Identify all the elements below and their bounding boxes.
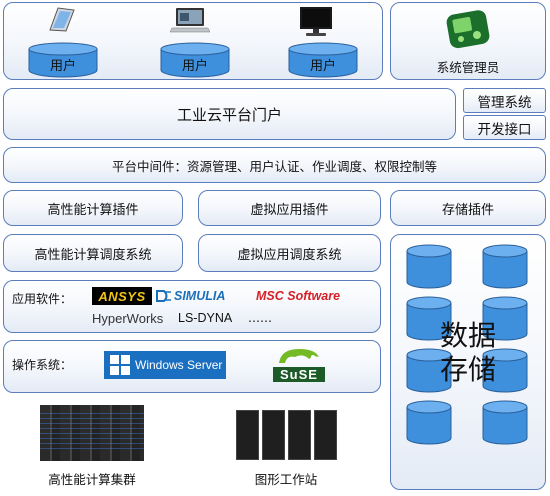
suse-chameleon-icon <box>279 349 319 363</box>
admin-console-icon <box>446 10 490 49</box>
middleware-bar: 平台中间件：资源管理、用户认证、作业调度、权限控制等 <box>3 147 546 183</box>
simulia-logo: SIMULIA <box>156 287 225 305</box>
storage-title-line2: 存储 <box>439 353 496 386</box>
user-label-3: 用户 <box>309 59 336 74</box>
ansys-logo: ANSYS <box>92 287 152 305</box>
tablet-icon <box>49 7 75 32</box>
storage-cylinder-2 <box>482 244 528 289</box>
os-label: 操作系统： <box>12 358 73 372</box>
laptop-icon <box>170 8 210 33</box>
hpc-scheduler-label: 高性能计算调度系统 <box>34 247 152 263</box>
windows-server-logo: Windows Server <box>104 351 226 379</box>
windows-flag-icon <box>110 355 130 375</box>
user-db-cylinder-3 <box>288 42 358 78</box>
hpc-plugin-label: 高性能计算插件 <box>47 202 139 218</box>
simulia-ds-mark-icon <box>156 290 171 302</box>
desktop-monitor-icon <box>300 7 332 36</box>
virtual-app-scheduler: 虚拟应用调度系统 <box>198 234 381 272</box>
workstation-image <box>236 410 337 460</box>
storage-plugin: 存储插件 <box>390 190 546 226</box>
user-label-2: 用户 <box>181 59 208 74</box>
hpc-scheduler: 高性能计算调度系统 <box>3 234 183 272</box>
admin-label: 系统管理员 <box>436 60 500 75</box>
storage-cylinder-4 <box>482 296 528 341</box>
app-software-label: 应用软件： <box>12 292 73 306</box>
storage-cylinder-3 <box>406 296 452 341</box>
storage-cylinder-1 <box>406 244 452 289</box>
hpc-cluster-image <box>40 405 144 461</box>
virtual-app-plugin: 虚拟应用插件 <box>198 190 381 226</box>
virtual-app-scheduler-label: 虚拟应用调度系统 <box>237 247 342 263</box>
hpc-plugin: 高性能计算插件 <box>3 190 183 226</box>
suse-logo: SuSE <box>273 345 325 389</box>
storage-cylinder-7 <box>406 400 452 445</box>
management-system-button[interactable]: 管理系统 <box>463 88 546 113</box>
hyperworks-logo: HyperWorks <box>92 311 164 326</box>
user-db-cylinder-2 <box>160 42 230 78</box>
more-software-ellipsis: …… <box>248 311 272 325</box>
portal-bar: 工业云平台门户 <box>3 88 456 140</box>
dev-interface-label: 开发接口 <box>477 121 532 138</box>
management-system-label: 管理系统 <box>477 94 532 111</box>
ls-dyna-logo: LS-DYNA <box>178 311 233 325</box>
user-label-1: 用户 <box>49 59 76 74</box>
dev-interface-button[interactable]: 开发接口 <box>463 115 546 140</box>
middleware-label: 平台中间件：资源管理、用户认证、作业调度、权限控制等 <box>111 158 437 174</box>
hpc-cluster-label: 高性能计算集群 <box>48 472 136 487</box>
storage-cylinder-5 <box>406 348 452 393</box>
msc-software-logo: MSC Software <box>256 289 341 303</box>
storage-cylinder-6 <box>482 348 528 393</box>
workstation-label: 图形工作站 <box>254 472 318 487</box>
app-software-panel <box>3 280 381 333</box>
storage-title-line1: 数据 <box>439 319 496 352</box>
storage-cylinder-8 <box>482 400 528 445</box>
storage-plugin-label: 存储插件 <box>441 202 494 218</box>
user-db-cylinder-1 <box>28 42 98 78</box>
virtual-app-plugin-label: 虚拟应用插件 <box>250 202 329 218</box>
portal-label: 工业云平台门户 <box>176 105 282 124</box>
